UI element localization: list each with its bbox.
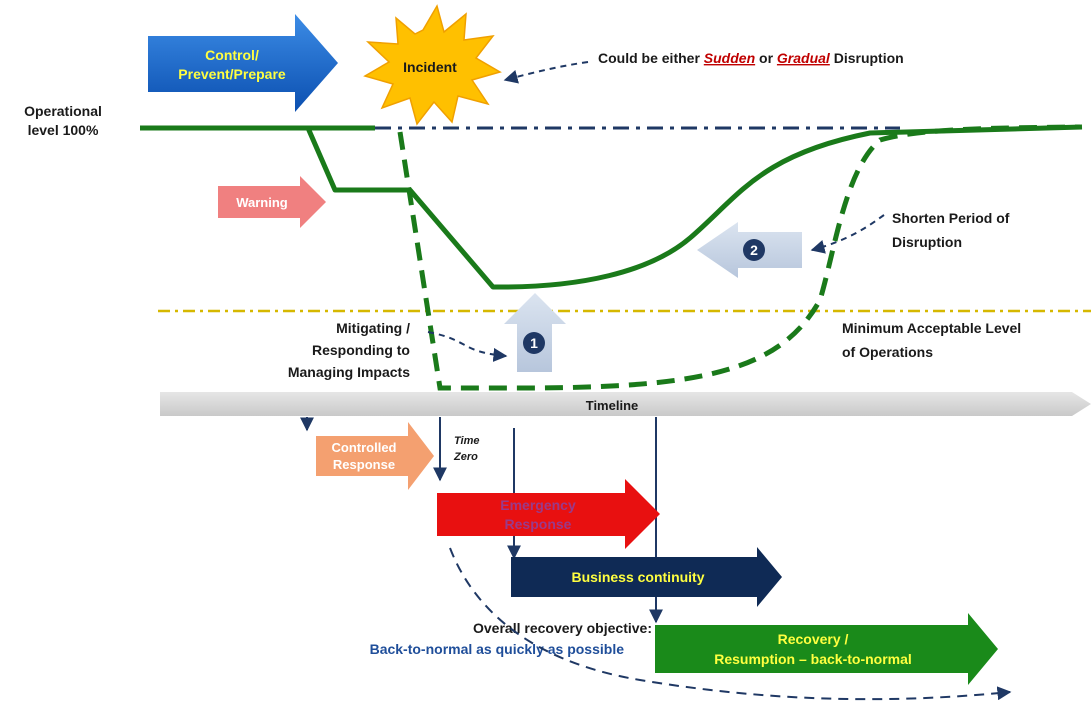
recovery-label-line1: Recovery / [778, 631, 849, 647]
gradual-disruption-curve [305, 124, 1083, 290]
time-zero-line2: Zero [453, 451, 478, 463]
minimum-level-label-line2: of Operations [842, 344, 933, 360]
objective-label-line1: Overall recovery objective: [473, 620, 652, 636]
mitigating-label-line3: Managing Impacts [288, 364, 410, 380]
recovery-label-line2: Resumption – back-to-normal [714, 651, 912, 667]
controlled-label-line1: Controlled [332, 440, 397, 455]
emergency-label-line1: Emergency [500, 497, 576, 513]
timeline-label: Timeline [586, 398, 639, 413]
sudden-disruption-curve [397, 124, 1081, 391]
recovery-resumption-arrow [655, 613, 998, 685]
timeline-bar [160, 392, 1091, 416]
control-label-line1: Control/ [205, 47, 259, 63]
business-continuity-arrow [511, 547, 782, 607]
objective-label-line2: Back-to-normal as quickly as possible [370, 641, 625, 657]
time-zero-line1: Time [454, 435, 479, 447]
step-1-badge [523, 332, 545, 354]
control-label-line2: Prevent/Prepare [178, 66, 286, 82]
shorten-label-line1: Shorten Period of [892, 210, 1010, 226]
warning-label: Warning [236, 195, 288, 210]
disruption-or: or [755, 50, 777, 66]
disruption-prefix: Could be either [598, 50, 704, 66]
overall-recovery-sweep-arrow [449, 547, 1012, 701]
disruption-callout-arrow [503, 61, 589, 84]
step-1-number: 1 [530, 335, 538, 351]
controlled-response-arrow [316, 422, 434, 490]
disruption-note: Could be either Sudden or Gradual Disrup… [598, 50, 904, 66]
shorten-label-line2: Disruption [892, 234, 962, 250]
controlled-label-line2: Response [333, 457, 395, 472]
emergency-response-arrow [437, 479, 660, 549]
emergency-label-line2: Response [505, 516, 572, 532]
disruption-suffix: Disruption [830, 50, 904, 66]
incident-label: Incident [403, 59, 457, 75]
disruption-sudden: Sudden [704, 50, 755, 66]
mitigating-label-line1: Mitigating / [336, 320, 410, 336]
step-2-badge [743, 239, 765, 261]
mitigating-callout-arrow [427, 331, 508, 362]
mitigating-label-line2: Responding to [312, 342, 410, 358]
business-continuity-label: Business continuity [571, 569, 704, 585]
operational-level-label-line2: level 100% [28, 122, 99, 138]
shorten-callout-arrow [810, 214, 885, 254]
control-prevent-prepare-arrow [148, 14, 338, 112]
warning-arrow [218, 176, 326, 228]
incident-starburst [363, 4, 502, 126]
step-2-number: 2 [750, 242, 758, 258]
disruption-gradual: Gradual [777, 50, 831, 66]
minimum-level-label-line1: Minimum Acceptable Level [842, 320, 1021, 336]
operational-level-label-line1: Operational [24, 103, 102, 119]
